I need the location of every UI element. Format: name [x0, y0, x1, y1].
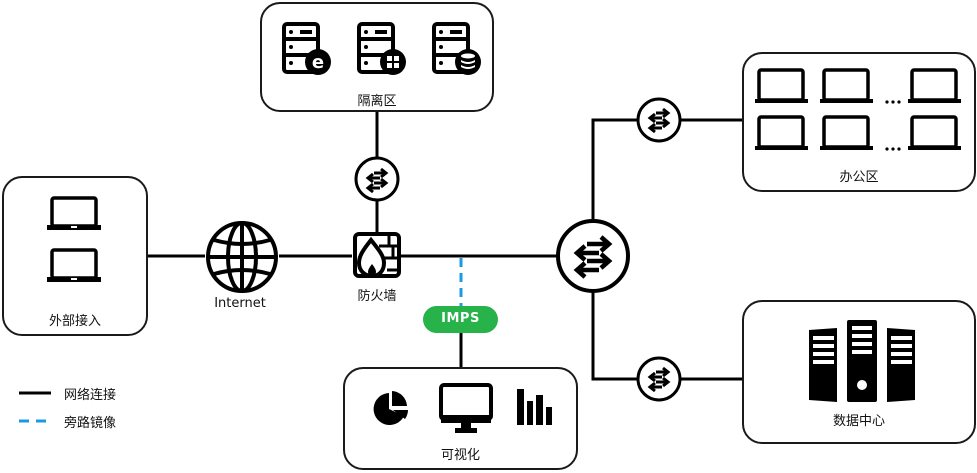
imps-node[interactable]: IMPS — [423, 306, 498, 333]
datacenter-servers-icon — [809, 320, 915, 402]
laptop-icon — [755, 115, 808, 150]
bar-chart-icon — [517, 389, 552, 425]
laptop-grid — [755, 68, 961, 151]
core-switch — [556, 219, 630, 293]
internet-label: Internet — [214, 296, 266, 311]
svg-text:e: e — [312, 52, 324, 73]
link-core-office — [591, 118, 637, 220]
legend-dashed-line — [19, 419, 51, 423]
zone-datacenter: 数据中心 — [742, 300, 976, 444]
ellipsis-icon — [885, 100, 901, 151]
legend-solid-line — [19, 391, 51, 395]
zone-visualization-label: 可视化 — [440, 448, 480, 463]
globe-icon — [206, 221, 278, 293]
database-server-icon — [432, 22, 481, 75]
laptop-icon — [820, 68, 873, 103]
zone-visualization: 可视化 — [343, 367, 578, 470]
app-server-icon — [357, 22, 406, 75]
link-core-datacenter — [591, 292, 637, 381]
switch-dmz — [354, 156, 400, 202]
pie-chart-icon — [373, 391, 408, 425]
zone-dmz: e 隔离区 — [260, 2, 494, 112]
switch-office — [636, 97, 682, 143]
zone-dmz-label: 隔离区 — [357, 94, 397, 109]
firewall-icon — [353, 232, 401, 278]
legend-label-network: 网络连接 — [64, 388, 117, 403]
switch-datacenter — [636, 356, 682, 402]
monitor-icon — [439, 383, 493, 433]
web-server-icon: e — [282, 22, 331, 75]
firewall-label: 防火墙 — [357, 289, 397, 304]
laptop-icon — [908, 68, 961, 103]
zone-office-label: 办公区 — [839, 170, 879, 185]
laptop-icon — [820, 115, 873, 150]
legend-label-mirror: 旁路镜像 — [64, 416, 117, 431]
laptop-icon — [47, 248, 101, 282]
laptop-icon — [47, 196, 101, 230]
zone-datacenter-label: 数据中心 — [832, 414, 885, 429]
laptop-icon — [908, 115, 961, 150]
switch-arrows-icon — [365, 167, 389, 194]
laptop-icon — [755, 68, 808, 103]
zone-external: 外部接入 — [2, 176, 148, 336]
zone-office: 办公区 — [742, 52, 976, 192]
zone-external-label: 外部接入 — [48, 314, 101, 329]
